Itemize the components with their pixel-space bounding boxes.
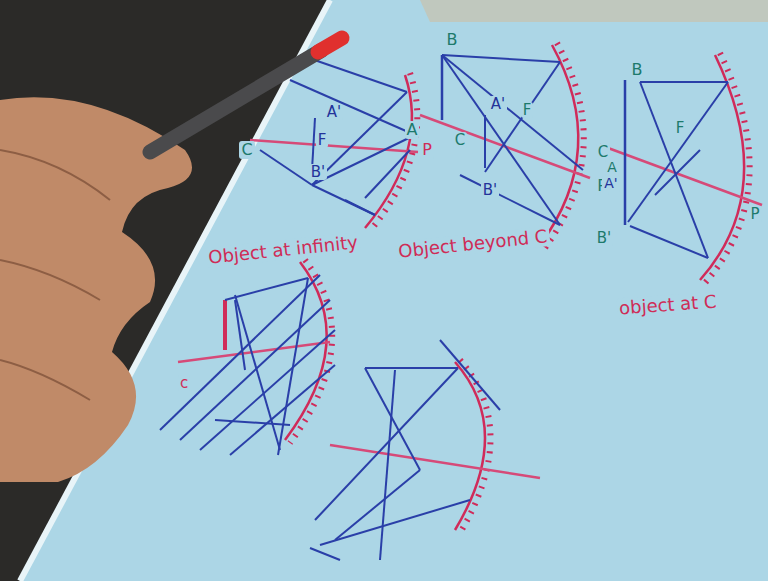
point-label: A' xyxy=(325,104,343,121)
point-label: c xyxy=(178,375,190,392)
point-label: P xyxy=(748,206,761,223)
point-label: B xyxy=(445,31,460,49)
point-label: A' xyxy=(602,176,619,191)
point-label: F xyxy=(316,132,329,149)
point-label: B' xyxy=(481,182,499,199)
point-label: F xyxy=(674,120,687,137)
point-label: F xyxy=(521,102,534,119)
point-label: C xyxy=(239,141,254,159)
point-label: P xyxy=(420,141,434,159)
point-label: C xyxy=(453,132,467,149)
point-label: B' xyxy=(309,164,327,181)
point-label: B xyxy=(630,61,645,79)
point-label: B' xyxy=(595,230,613,247)
point-label: A xyxy=(605,160,619,175)
point-label: A' xyxy=(489,96,507,113)
point-label: A xyxy=(405,121,420,139)
point-label: C xyxy=(596,144,610,161)
